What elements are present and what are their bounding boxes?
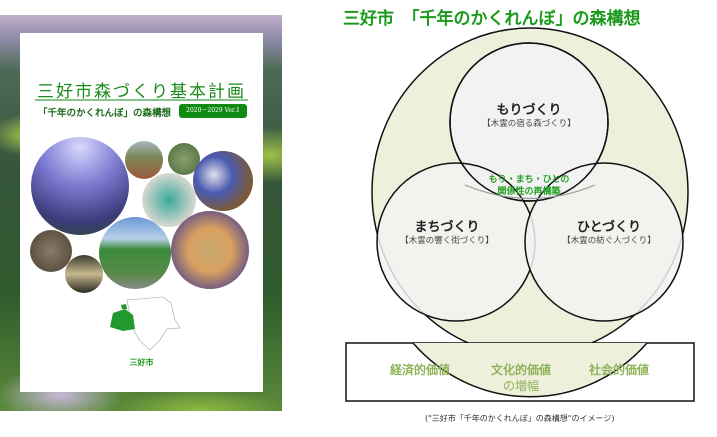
classroom-photo	[171, 211, 249, 289]
cultural-value: 文化的価値	[490, 363, 552, 377]
center-text-line2: 関係性の再構築	[497, 187, 561, 197]
cover-subtitle: 「千年のかくれんぼ」の森構想	[38, 108, 172, 119]
cover-title: 三好市森づくり基本計画	[37, 82, 246, 102]
circle-mori-title: もりづくり	[496, 103, 562, 118]
timber-photo	[125, 141, 163, 179]
forest-photo	[31, 137, 129, 235]
diagram-caption: ("三好市「千年のかくれんぼ」の森構想"のイメージ)	[425, 414, 615, 423]
circle-mori-subtitle: 【木霊の宿る森づくり】	[482, 119, 576, 129]
circle-machi-title: まちづくり	[414, 220, 480, 235]
social-value: 社会的価値	[588, 363, 650, 377]
values-suffix: の増幅	[502, 379, 540, 393]
circle-machi-subtitle: 【木霊の響く街づくり】	[400, 236, 494, 246]
title-underline	[35, 99, 248, 101]
cover-panel: 三好市森づくり基本計画 「千年のかくれんぼ」の森構想 2020－2029 Ver…	[20, 33, 263, 392]
economic-value: 経済的価値	[389, 363, 451, 377]
map-label: 三好市	[129, 358, 154, 367]
plan-cover: 三好市森づくり基本計画 「千年のかくれんぼ」の森構想 2020－2029 Ver…	[0, 15, 282, 411]
helmet-children-photo	[193, 151, 253, 211]
diagram-title: 三好市 「千年のかくれんぼ」の森構想	[343, 9, 641, 29]
miyoshi-map	[110, 296, 181, 351]
circle-hito-title: ひとづくり	[576, 220, 642, 235]
circle-hito-subtitle: 【木霊の紡ぐ人づくり】	[562, 236, 656, 246]
center-text-line1: もり・まち・ひとの	[488, 175, 570, 185]
mountain-village-photo	[99, 217, 171, 289]
version-badge: 2020－2029 Ver.1	[179, 104, 247, 118]
logs-photo	[30, 230, 72, 272]
circle-hito	[524, 162, 684, 322]
lake-photo	[65, 255, 103, 293]
